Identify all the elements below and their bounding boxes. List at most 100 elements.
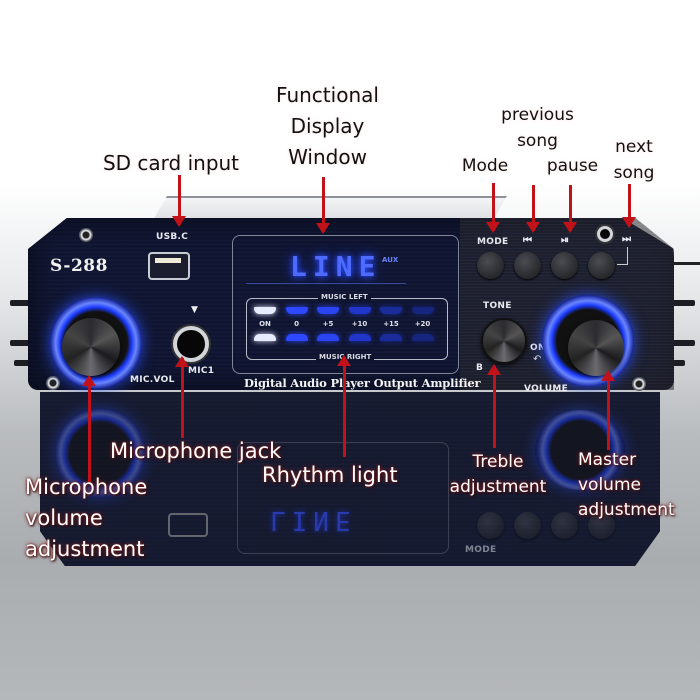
annotation-line: Display — [290, 114, 365, 138]
arrow-master-volume — [601, 370, 615, 450]
annotation-next-song: next song — [605, 134, 663, 186]
tagline: Digital Audio Player Output Amplifier — [244, 376, 481, 390]
vu-level-label: +5 — [322, 320, 334, 328]
aux-input-jack[interactable] — [597, 226, 613, 242]
annotation-microphone-jack: Microphone jack — [110, 439, 282, 463]
arrow-mode — [486, 183, 500, 233]
mode-button[interactable] — [477, 252, 504, 279]
mic1-label: MIC1 — [188, 366, 215, 376]
tone-label: TONE — [483, 301, 512, 311]
annotation-line: adjustment — [25, 537, 145, 561]
reflection-button — [514, 512, 541, 539]
vu-column: +5 — [317, 307, 339, 341]
annotation-line: adjustment — [578, 500, 675, 520]
rotate-arrow-icon: ↶ — [533, 354, 542, 365]
tone-b-label: B — [476, 363, 484, 373]
annotation-line: previous — [501, 105, 574, 125]
heatsink-fin — [655, 340, 695, 346]
screw-icon — [46, 376, 60, 390]
vu-led-right — [380, 334, 402, 341]
annotation-functional-display: Functional Display Window — [255, 80, 400, 173]
lcd-text: LINE — [290, 250, 382, 283]
annotation-line: adjustment — [449, 477, 547, 497]
vu-led-right — [348, 334, 371, 341]
vu-column: +20 — [411, 307, 434, 341]
lcd-underline — [246, 283, 406, 284]
vu-top-label: MUSIC LEFT — [318, 293, 371, 301]
annotation-line: Window — [288, 145, 367, 169]
vu-led-left — [411, 307, 434, 314]
master-volume-knob[interactable] — [568, 320, 624, 376]
annotation-microphone-volume: Microphone volume adjustment — [25, 472, 147, 565]
annotation-line: Master — [578, 450, 637, 470]
annotation-line: Functional — [276, 83, 379, 107]
annotation-line: volume — [578, 475, 641, 495]
arrow-rhythm-light — [337, 355, 351, 457]
annotation-line: next — [615, 137, 653, 157]
reflection-button — [551, 512, 578, 539]
lcd-aux-badge: AUX — [382, 256, 399, 264]
reflection-button — [477, 512, 504, 539]
play-pause-icon: ⏯ — [561, 235, 570, 246]
vu-led-left — [317, 307, 339, 314]
arrow-pause — [563, 185, 577, 233]
next-icon: ⏭ — [622, 234, 632, 245]
power-cable — [650, 262, 700, 265]
annotation-pause: pause — [546, 156, 599, 176]
on-label: ON — [530, 343, 546, 353]
annotation-sd-card: SD card input — [102, 151, 240, 175]
arrow-display — [316, 177, 330, 234]
vu-led-left — [254, 307, 276, 314]
arrow-previous — [526, 185, 540, 233]
vu-led-left — [380, 307, 402, 314]
usb-port[interactable] — [148, 252, 190, 280]
mic-vol-label: MIC.VOL — [130, 375, 175, 385]
annotation-line: Treble — [472, 452, 524, 472]
heatsink-fin — [655, 300, 695, 306]
next-song-button[interactable] — [588, 252, 615, 279]
vu-led-right — [254, 334, 276, 341]
annotation-mode: Mode — [461, 156, 509, 176]
annotation-line: volume — [25, 506, 103, 530]
next-bracket — [617, 247, 628, 265]
annotation-previous-song: previous song — [490, 102, 585, 154]
annotation-line: song — [517, 131, 558, 151]
arrow-sd-card — [172, 175, 186, 227]
vu-level-label: 0 — [294, 320, 299, 328]
vu-level-label: +10 — [351, 320, 368, 328]
usb-label: USB.C — [156, 232, 189, 242]
vu-led-left — [348, 307, 371, 314]
reflection-mode-label: MODE — [465, 545, 497, 555]
mic-volume-knob[interactable] — [62, 318, 120, 376]
screw-icon — [632, 377, 646, 391]
vu-led-left — [285, 307, 308, 314]
vu-led-right — [411, 334, 434, 341]
mode-label: MODE — [477, 237, 509, 247]
annotation-line: Microphone — [25, 475, 148, 499]
pause-button[interactable] — [551, 252, 578, 279]
annotation-rhythm-light: Rhythm light — [262, 463, 398, 487]
annotation-treble: Treble adjustment — [443, 450, 553, 500]
vu-column: +10 — [348, 307, 371, 341]
screw-icon — [79, 228, 93, 242]
vu-column: +15 — [380, 307, 402, 341]
arrow-next — [622, 184, 636, 228]
vu-column: ON — [254, 307, 276, 341]
heatsink-fins — [153, 196, 507, 220]
arrow-mic-volume — [82, 375, 96, 482]
model-name: S-288 — [50, 256, 108, 276]
vu-level-label: +20 — [414, 320, 431, 328]
previous-song-button[interactable] — [514, 252, 541, 279]
volume-label: VOLUME — [524, 384, 569, 394]
reflection-button — [588, 512, 615, 539]
vu-level-label: +15 — [383, 320, 399, 328]
vu-led-right — [317, 334, 339, 341]
vu-led-right — [285, 334, 308, 341]
arrow-mic-jack — [175, 356, 189, 438]
vu-column: 0 — [285, 307, 308, 341]
reflection-usb — [168, 513, 208, 537]
treble-knob[interactable] — [481, 318, 527, 364]
annotation-master-volume: Master volume adjustment — [578, 448, 675, 523]
annotation-line: song — [613, 163, 655, 183]
triangle-down-icon: ▼ — [191, 305, 198, 315]
